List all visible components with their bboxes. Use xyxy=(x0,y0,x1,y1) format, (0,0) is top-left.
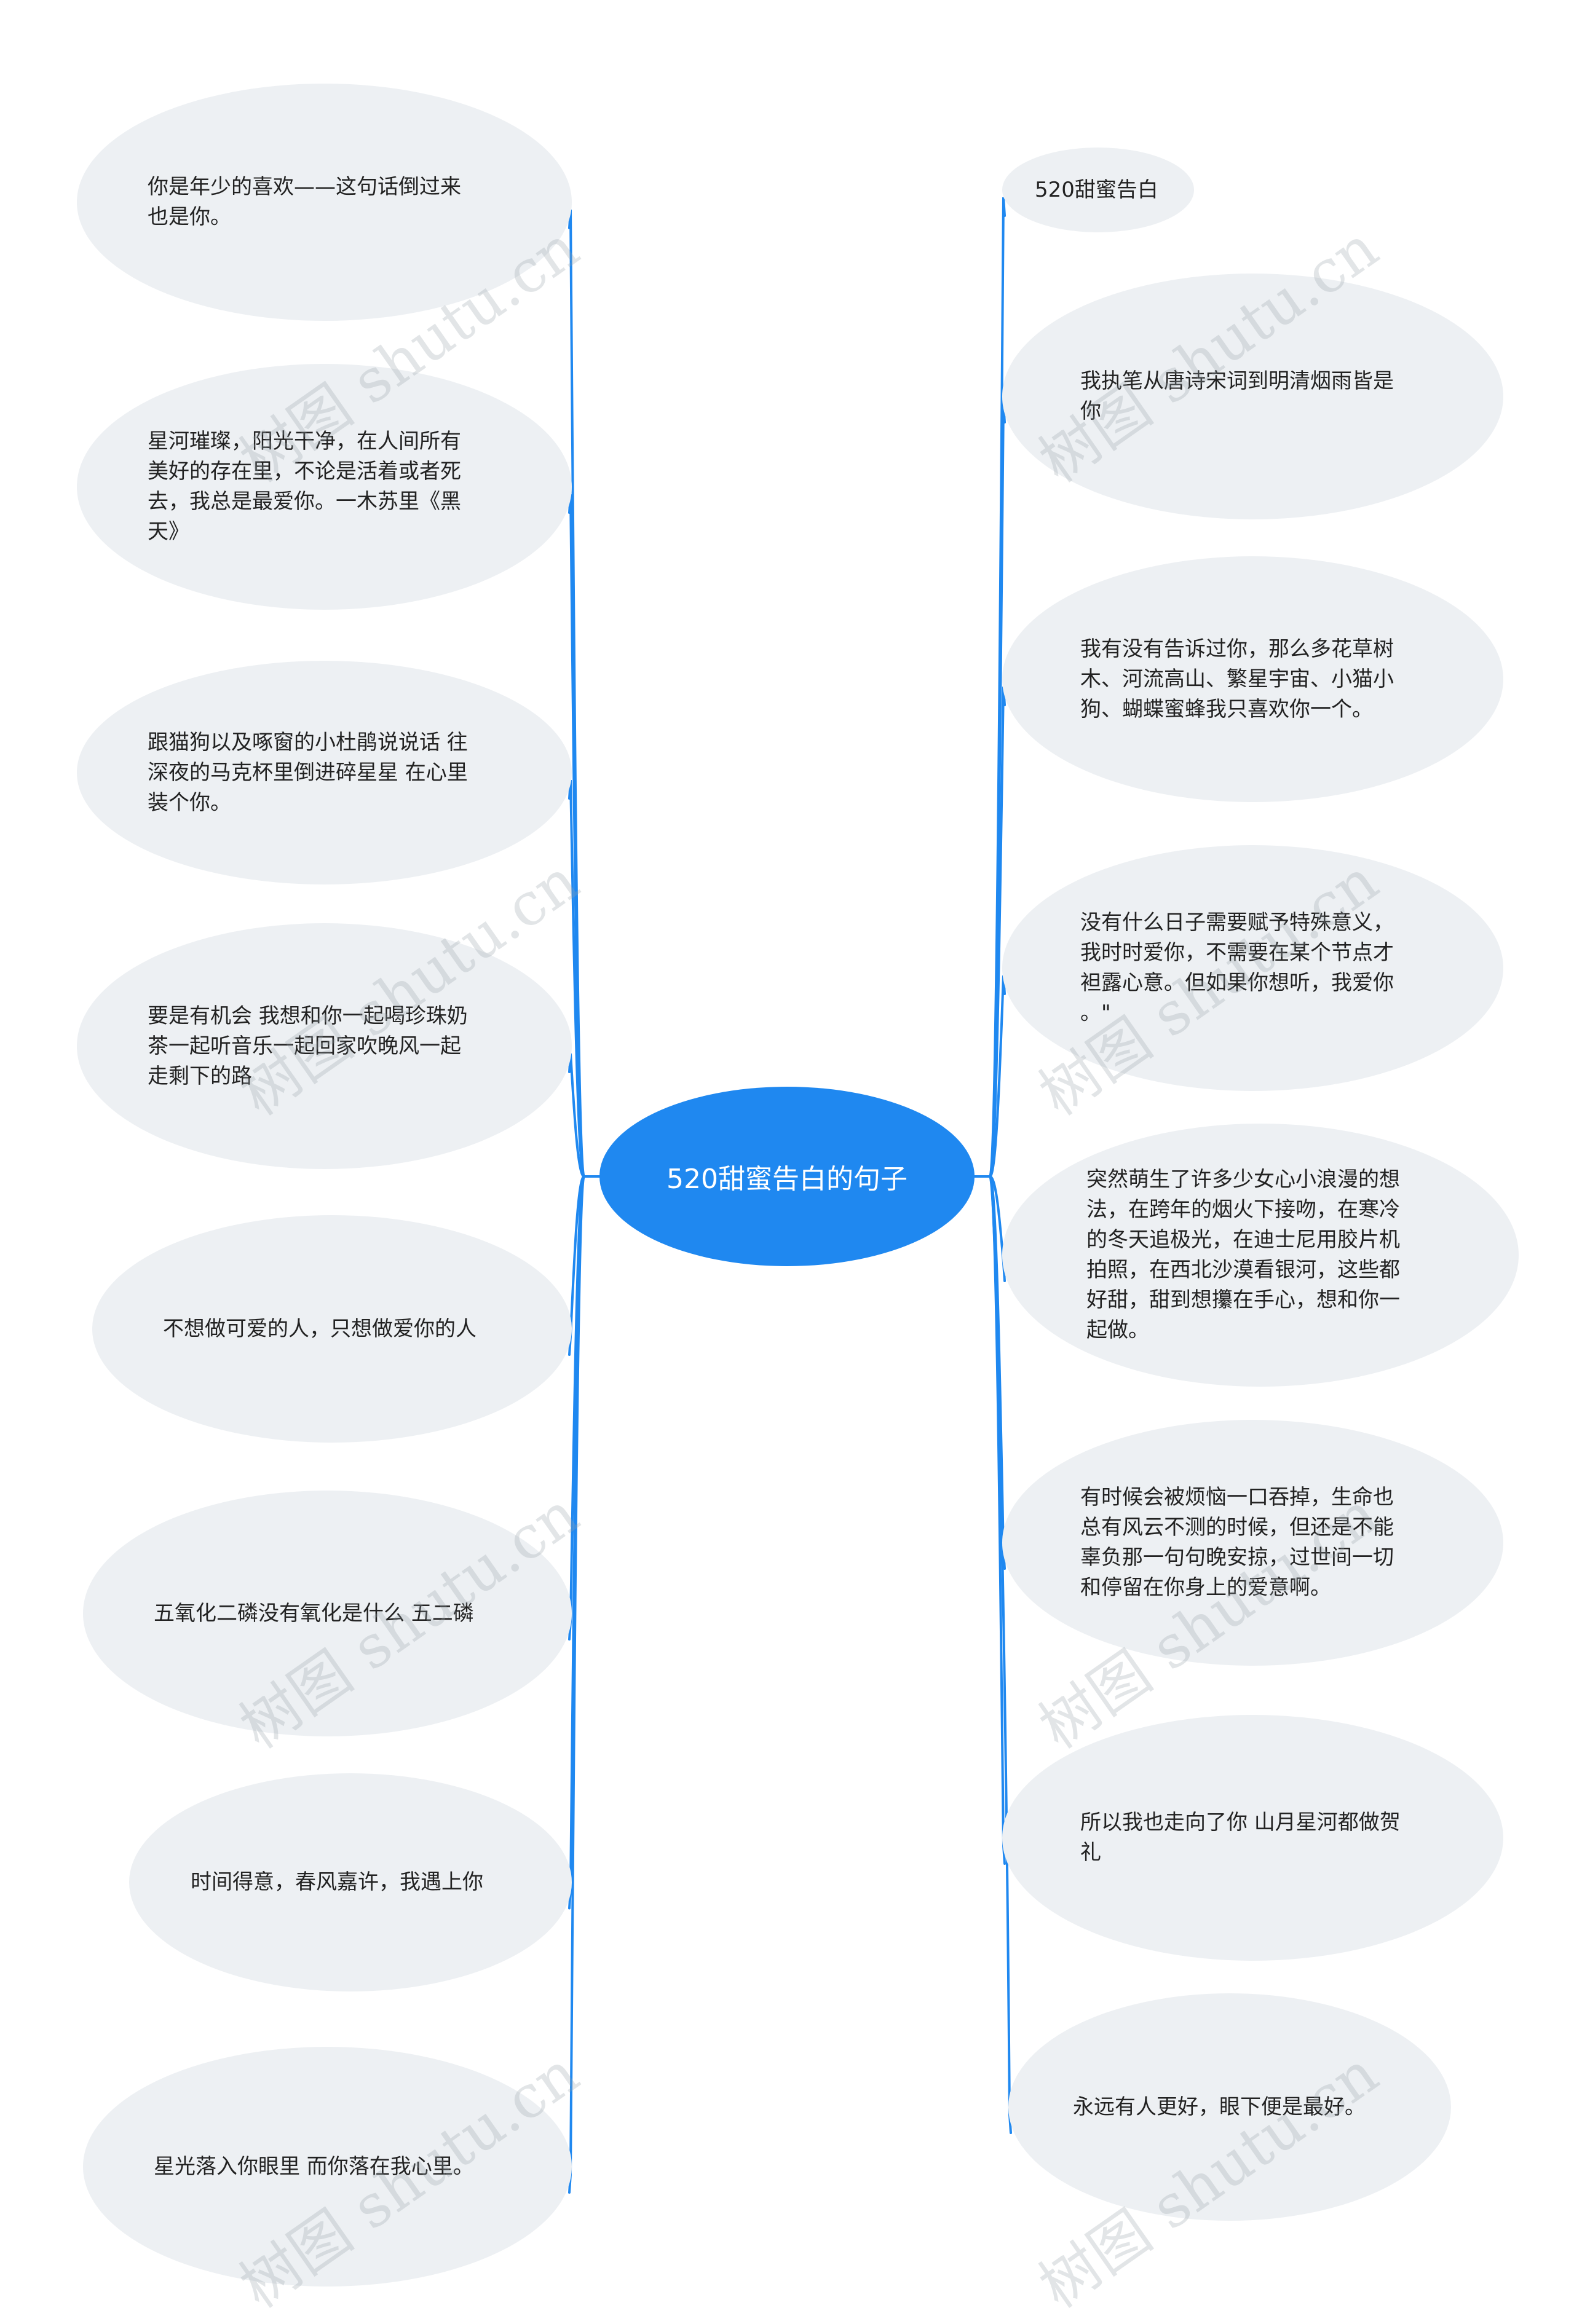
left-branch-connector xyxy=(568,1175,585,2194)
right-branch-connector xyxy=(989,686,1006,1178)
right-topic-node[interactable]: 所以我也走向了你 山月星河都做贺 礼 xyxy=(1002,1715,1503,1961)
right-topic-text: 永远有人更好，眼下便是最好。 xyxy=(1073,2094,1366,2119)
right-topic-node[interactable]: 突然萌生了许多少女心小浪漫的想 法，在跨年的烟火下接吻，在寒冷 的冬天追极光，在… xyxy=(1002,1124,1519,1387)
right-topic-node[interactable]: 永远有人更好，眼下便是最好。 xyxy=(1008,1993,1451,2221)
right-topic-node[interactable]: 没有什么日子需要赋予特殊意义， 我时时爱你，不需要在某个节点才 袒露心意。但如果… xyxy=(1002,845,1503,1091)
right-topic-node[interactable]: 我有没有告诉过你，那么多花草树 木、河流高山、繁星宇宙、小猫小 狗、蝴蝶蜜蜂我只… xyxy=(1002,556,1503,802)
left-topic-node[interactable]: 跟猫狗以及啄窗的小杜鹃说说话 往 深夜的马克杯里倒进碎星星 在心里 装个你。 xyxy=(77,661,572,884)
right-branch-connector xyxy=(989,1175,1012,2134)
left-topic-text: 星河璀璨，阳光干净，在人间所有 美好的存在里，不论是活着或者死 去，我总是最爱你… xyxy=(148,429,461,544)
right-topic-text: 没有什么日子需要赋予特殊意义， 我时时爱你，不需要在某个节点才 袒露心意。但如果… xyxy=(1080,910,1394,1025)
right-topic-text: 520甜蜜告白 xyxy=(1035,177,1158,202)
left-topic-node[interactable]: 五氧化二磷没有氧化是什么 五二磷 xyxy=(83,1491,572,1736)
left-topic-text: 要是有机会 我想和你一起喝珍珠奶 茶一起听音乐一起回家吹晚风一起 走剩下的路 xyxy=(148,1003,468,1089)
right-topic-text: 我有没有告诉过你，那么多花草树 木、河流高山、繁星宇宙、小猫小 狗、蝴蝶蜜蜂我只… xyxy=(1080,636,1394,722)
right-topic-text: 突然萌生了许多少女心小浪漫的想 法，在跨年的烟火下接吻，在寒冷 的冬天追极光，在… xyxy=(1086,1167,1400,1342)
left-topic-node[interactable]: 时间得意，春风嘉许，我遇上你 xyxy=(129,1773,572,1991)
left-topic-text: 时间得意，春风嘉许，我遇上你 xyxy=(191,1870,483,1894)
left-topic-text: 不想做可爱的人，只想做爱你的人 xyxy=(163,1316,477,1341)
left-topic-text: 五氧化二磷没有氧化是什么 五二磷 xyxy=(154,1601,474,1626)
right-topic-node[interactable]: 有时候会被烦恼一口吞掉，生命也 总有风云不测的时候，但还是不能 辜负那一句句晚安… xyxy=(1002,1420,1503,1666)
left-topic-node[interactable]: 星河璀璨，阳光干净，在人间所有 美好的存在里，不论是活着或者死 去，我总是最爱你… xyxy=(77,364,572,610)
right-topic-text: 所以我也走向了你 山月星河都做贺 礼 xyxy=(1080,1810,1401,1865)
left-topic-node[interactable]: 不想做可爱的人，只想做爱你的人 xyxy=(92,1215,572,1443)
right-topic-node[interactable]: 520甜蜜告白 xyxy=(1002,148,1194,232)
left-topic-node[interactable]: 星光落入你眼里 而你落在我心里。 xyxy=(83,2047,572,2287)
right-branch-connector xyxy=(989,975,1006,1178)
left-branch-connector xyxy=(568,779,585,1178)
left-topic-text: 跟猫狗以及啄窗的小杜鹃说说话 往 深夜的马克杯里倒进碎星星 在心里 装个你。 xyxy=(148,730,468,815)
right-topic-text: 我执笔从唐诗宋词到明清烟雨皆是 你 xyxy=(1080,369,1394,423)
right-topic-text: 有时候会被烦恼一口吞掉，生命也 总有风云不测的时候，但还是不能 辜负那一句句晚安… xyxy=(1080,1485,1394,1600)
left-topic-node[interactable]: 要是有机会 我想和你一起喝珍珠奶 茶一起听音乐一起回家吹晚风一起 走剩下的路 xyxy=(77,923,572,1169)
central-topic-node[interactable]: 520甜蜜告白的句子 xyxy=(599,1087,975,1266)
left-branch-connector xyxy=(568,1053,585,1178)
left-topic-node[interactable]: 你是年少的喜欢——这句话倒过来 也是你。 xyxy=(77,84,572,321)
left-topic-text: 星光落入你眼里 而你落在我心里。 xyxy=(154,2154,474,2179)
central-topic-label: 520甜蜜告白的句子 xyxy=(666,1164,908,1195)
left-topic-text: 你是年少的喜欢——这句话倒过来 也是你。 xyxy=(148,175,461,229)
right-topic-node[interactable]: 我执笔从唐诗宋词到明清烟雨皆是 你 xyxy=(1002,274,1503,519)
